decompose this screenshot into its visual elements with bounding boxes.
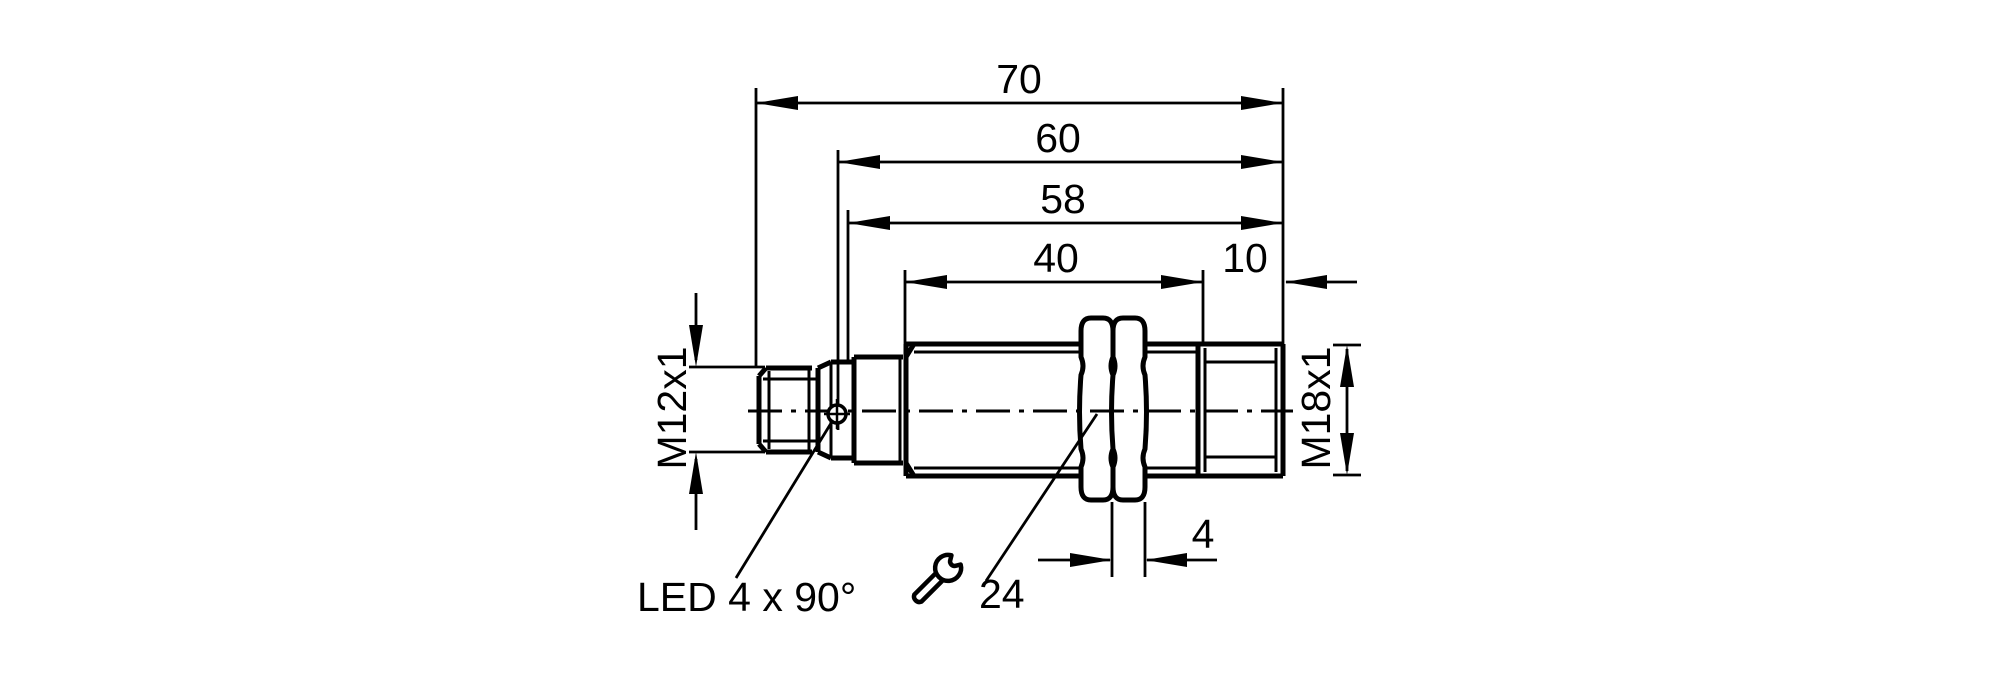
wrench-icon (911, 552, 964, 605)
led-leader-line (734, 419, 835, 579)
dim-4-label: 4 (1192, 511, 1215, 557)
dim-10-label: 10 (1222, 235, 1268, 281)
dimension-10: 10 (1222, 235, 1357, 289)
dimension-58: 58 (848, 176, 1283, 230)
housing-thread-label: M18x1 (1293, 346, 1339, 469)
dim-40-label: 40 (1033, 235, 1079, 281)
dim-70-label: 70 (996, 56, 1042, 102)
dimension-60: 60 (838, 115, 1283, 169)
sensor-body (748, 315, 1293, 503)
wrench-leader-line (984, 413, 1099, 582)
lock-nuts (1077, 315, 1149, 503)
dimension-4: 4 (1038, 511, 1217, 567)
dimension-m12: M12x1 (649, 293, 765, 530)
dimension-40: 40 (905, 235, 1203, 289)
housing-collar (851, 354, 903, 466)
dim-60-label: 60 (1035, 115, 1081, 161)
connector-thread-label: M12x1 (649, 346, 695, 469)
led-indicator (824, 399, 850, 429)
dimension-70: 70 (756, 56, 1283, 110)
wrench-size-label: 24 (979, 571, 1025, 617)
dim-58-label: 58 (1040, 176, 1086, 222)
dimension-m18: M18x1 (1293, 343, 1361, 477)
led-note-label: LED 4 x 90° (637, 574, 856, 620)
